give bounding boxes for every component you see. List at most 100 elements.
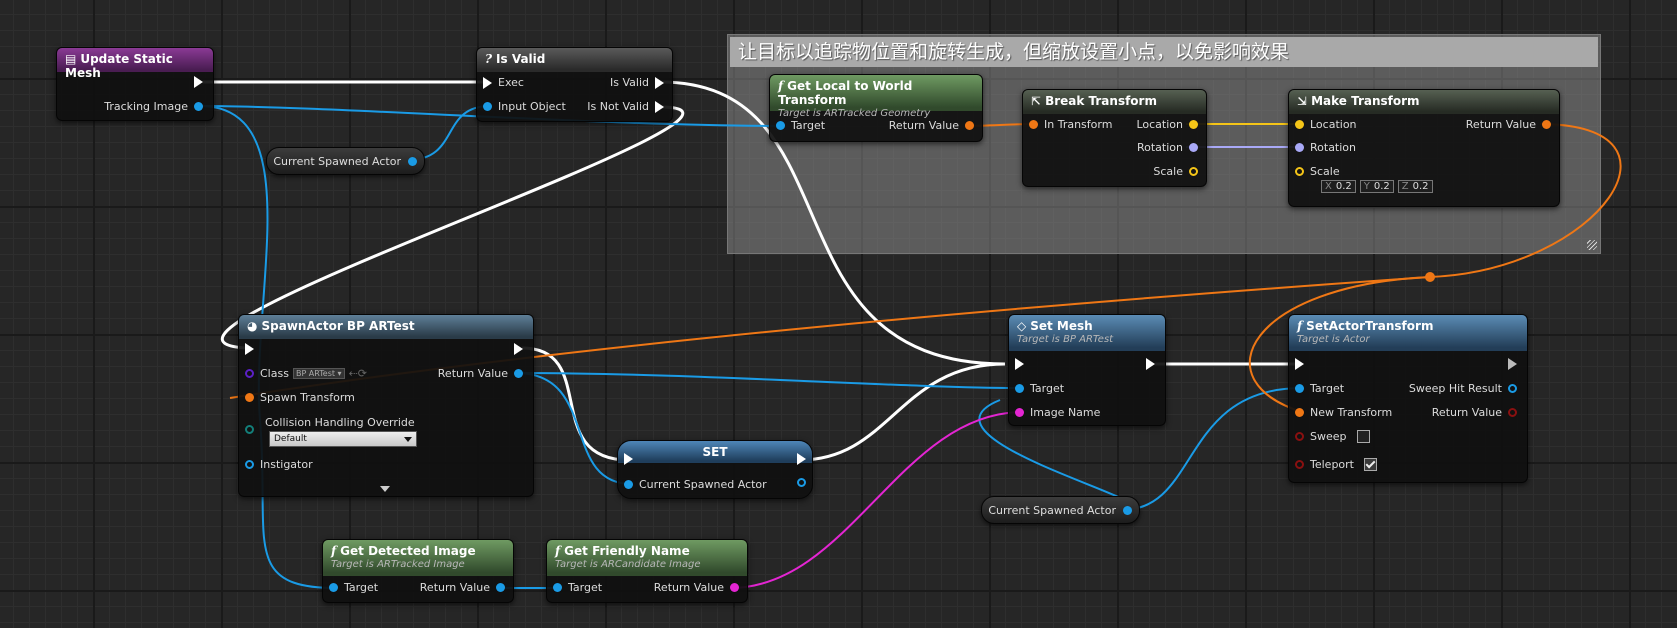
input-object-pin[interactable]: Input Object: [477, 100, 566, 113]
set-output-pin[interactable]: [791, 478, 812, 487]
update-static-mesh-node[interactable]: ▤Update Static Mesh Tracking Image: [56, 47, 214, 121]
make-transform-node[interactable]: ⇲Make Transform Location Rotation Scale …: [1288, 89, 1560, 207]
object-pin-icon: [329, 583, 338, 592]
is-valid-node[interactable]: ?Is Valid Exec Input Object Is Valid Is …: [476, 47, 673, 122]
exec-out-pin[interactable]: [1502, 358, 1523, 370]
vector-pin-icon: [1189, 120, 1198, 129]
exec-in-pin[interactable]: Exec: [477, 76, 524, 89]
vector-pin-icon: [1295, 120, 1304, 129]
instigator-pin[interactable]: Instigator: [239, 458, 313, 471]
browse-icon[interactable]: ⇠⟳: [348, 367, 368, 380]
in-transform-pin[interactable]: In Transform: [1023, 118, 1112, 131]
resize-grip-icon[interactable]: [1587, 240, 1597, 250]
current-spawned-actor-getter[interactable]: Current Spawned Actor: [981, 496, 1140, 524]
scale-pin[interactable]: Scale: [1289, 165, 1340, 178]
return-value-pin[interactable]: Return Value: [1466, 118, 1557, 131]
break-struct-icon: ⇱: [1031, 94, 1042, 108]
pin-label: Return Value: [419, 581, 490, 594]
sweep-pin[interactable]: Sweep: [1289, 430, 1370, 443]
sweep-checkbox[interactable]: [1356, 430, 1370, 443]
collision-handling-pin[interactable]: [239, 425, 260, 434]
pin-label: Rotation: [1310, 141, 1357, 154]
exec-out-pin[interactable]: [1140, 358, 1161, 370]
set-variable-node[interactable]: SET Current Spawned Actor: [617, 440, 813, 499]
set-mesh-node[interactable]: ◇Set Mesh Target is BP ARTest Target Ima…: [1008, 314, 1166, 426]
exec-wire: [521, 346, 630, 462]
exec-pin-icon: [655, 100, 664, 113]
teleport-checkbox[interactable]: [1364, 458, 1377, 471]
break-transform-node[interactable]: ⇱Break Transform In Transform Location R…: [1022, 89, 1207, 187]
pin-label: Current Spawned Actor: [639, 478, 767, 491]
class-picker[interactable]: BP ARTest ▾: [292, 368, 345, 379]
pin-label: Target: [344, 581, 379, 594]
spawn-actor-node[interactable]: ◕SpawnActor BP ARTest Class BP ARTest ▾ …: [238, 314, 534, 497]
target-pin[interactable]: Target: [323, 581, 378, 594]
return-value-pin[interactable]: Return Value: [420, 581, 511, 594]
expand-arrow-icon[interactable]: [380, 486, 390, 492]
rotation-pin[interactable]: Rotation: [1289, 141, 1356, 154]
bool-pin-icon: [1508, 408, 1517, 417]
current-spawned-actor-pin[interactable]: Current Spawned Actor: [618, 478, 767, 491]
return-value-pin[interactable]: Return Value: [1432, 406, 1523, 419]
exec-out-pin[interactable]: [508, 343, 529, 355]
target-pin[interactable]: Target: [1009, 382, 1064, 395]
pin-label: Target: [1030, 382, 1065, 395]
node-title: Set Mesh: [1030, 319, 1093, 333]
scale-x-value: 0.2: [1335, 181, 1352, 192]
target-pin[interactable]: Target: [770, 119, 825, 132]
reroute-knot: [1425, 272, 1435, 282]
is-not-valid-exec-pin[interactable]: Is Not Valid: [587, 100, 670, 113]
target-pin[interactable]: Target: [547, 581, 602, 594]
pin-label: Target: [1310, 382, 1345, 395]
target-pin[interactable]: Target: [1289, 382, 1344, 395]
object-pin-icon[interactable]: [1123, 505, 1132, 515]
return-value-pin[interactable]: Return Value: [654, 581, 745, 594]
location-pin[interactable]: Location: [1289, 118, 1357, 131]
rotation-pin[interactable]: Rotation: [1137, 141, 1204, 154]
axis-label: Z: [1401, 181, 1409, 192]
enum-pin-icon: [245, 425, 254, 434]
pin-label: Image Name: [1030, 406, 1101, 419]
sweep-hit-result-pin[interactable]: Sweep Hit Result: [1409, 382, 1523, 395]
new-transform-pin[interactable]: New Transform: [1289, 406, 1392, 419]
function-icon: f: [778, 79, 784, 93]
exec-in-pin[interactable]: [618, 453, 639, 465]
exec-pin-icon: [1508, 358, 1517, 370]
exec-out-pin[interactable]: [791, 453, 812, 465]
object-pin-icon: [245, 460, 254, 469]
is-valid-exec-pin[interactable]: Is Valid: [610, 76, 670, 89]
spawn-transform-pin[interactable]: Spawn Transform: [239, 391, 355, 404]
return-value-pin[interactable]: Return Value: [889, 119, 980, 132]
node-header: ◕SpawnActor BP ARTest: [239, 315, 533, 339]
node-header: ⇲Make Transform: [1289, 90, 1559, 114]
object-pin-icon: [1295, 384, 1304, 393]
class-pin[interactable]: Class BP ARTest ▾ ⇠⟳: [239, 367, 367, 380]
exec-pin-icon: [514, 343, 523, 355]
image-name-pin[interactable]: Image Name: [1009, 406, 1100, 419]
teleport-pin[interactable]: Teleport: [1289, 458, 1377, 471]
collision-handling-dropdown[interactable]: Default: [269, 431, 417, 447]
exec-in-pin[interactable]: [239, 343, 260, 355]
scale-pin[interactable]: Scale: [1153, 165, 1204, 178]
pin-label: Location: [1310, 118, 1357, 131]
tracking-image-pin[interactable]: Tracking Image: [104, 100, 209, 113]
pin-label: Scale: [1153, 165, 1183, 178]
exec-out-pin[interactable]: [188, 76, 209, 88]
exec-in-pin[interactable]: [1289, 358, 1310, 370]
exec-in-pin[interactable]: [1009, 358, 1030, 370]
return-value-pin[interactable]: Return Value: [438, 367, 529, 380]
location-pin[interactable]: Location: [1136, 118, 1204, 131]
comment-title[interactable]: 让目标以追踪物位置和旋转生成，但缩放设置小点，以免影响效果: [730, 37, 1598, 67]
current-spawned-actor-getter[interactable]: Current Spawned Actor: [266, 147, 425, 175]
diamond-icon: ◇: [1017, 319, 1027, 333]
object-pin-icon[interactable]: [408, 156, 417, 166]
